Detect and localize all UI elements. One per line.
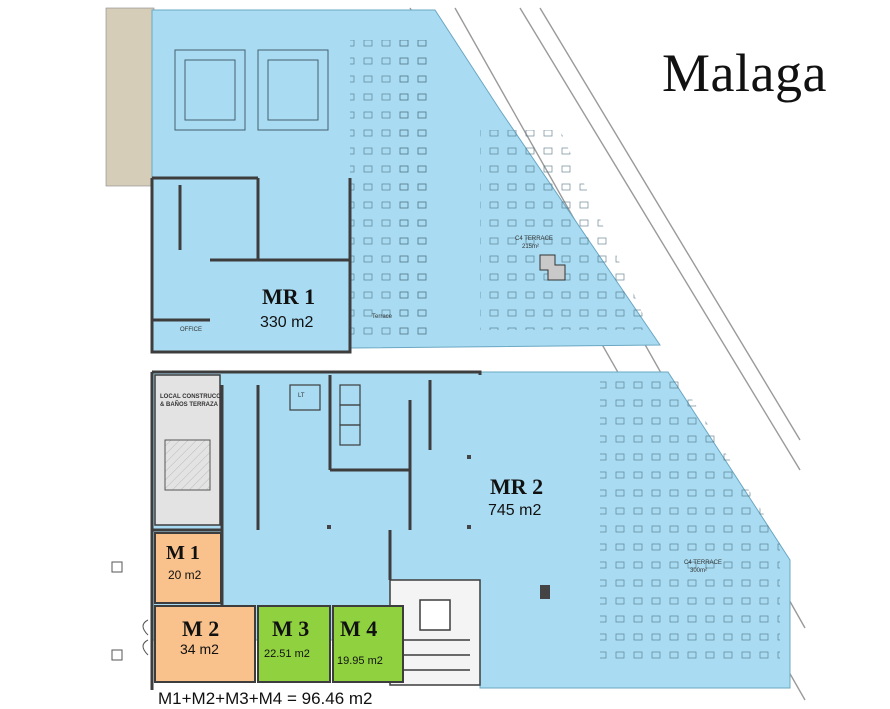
terrace-step — [539, 254, 566, 281]
dining-furniture-2 — [395, 40, 435, 340]
terrace-lower-label: C4 TERRACE — [684, 560, 722, 566]
local-label-2: & BAÑOS TERRAZA — [160, 402, 218, 408]
stone-area — [105, 7, 155, 187]
walls — [150, 176, 482, 690]
mr2-name: MR 2 — [490, 474, 544, 499]
m2-name: M 2 — [182, 616, 220, 641]
toilet-cubicles — [289, 384, 361, 446]
terrace-furniture-lower — [600, 380, 780, 660]
mr1-name: MR 1 — [262, 284, 316, 309]
office-label: OFFICE — [180, 327, 202, 333]
door-swings — [111, 561, 149, 661]
pillars — [327, 455, 550, 599]
m4-area: 19.95 m2 — [337, 655, 383, 667]
m4-name: M 4 — [340, 616, 378, 641]
m2-area: 34 m2 — [180, 641, 219, 657]
m1-area: 20 m2 — [168, 568, 202, 582]
service-hatch — [164, 439, 211, 491]
mr2-area: 745 m2 — [488, 502, 542, 519]
room-m3-fill — [257, 605, 331, 683]
terrace-lower-area: 300m² — [690, 568, 708, 574]
room-m2-fill — [154, 605, 256, 683]
mr1-area: 330 m2 — [260, 314, 314, 331]
room-m1-fill — [154, 532, 222, 604]
page-title: Malaga — [662, 43, 827, 103]
total-area: M1+M2+M3+M4 = 96.46 m2 — [158, 689, 373, 708]
m3-area: 22.51 m2 — [264, 648, 310, 660]
m1-name: M 1 — [166, 542, 200, 564]
terrace-label: Terrace — [372, 314, 393, 320]
local-label: LOCAL CONSTRUCC — [160, 394, 221, 400]
m3-name: M 3 — [272, 616, 310, 641]
terrace-upper-area: 215m² — [522, 244, 540, 250]
terrace-upper-label: C4 TERRACE — [515, 236, 553, 242]
booth-seating — [174, 49, 329, 131]
room-m4-fill — [332, 605, 404, 683]
lt-label: LT — [298, 393, 305, 399]
terrace-furniture-upper — [480, 130, 650, 330]
